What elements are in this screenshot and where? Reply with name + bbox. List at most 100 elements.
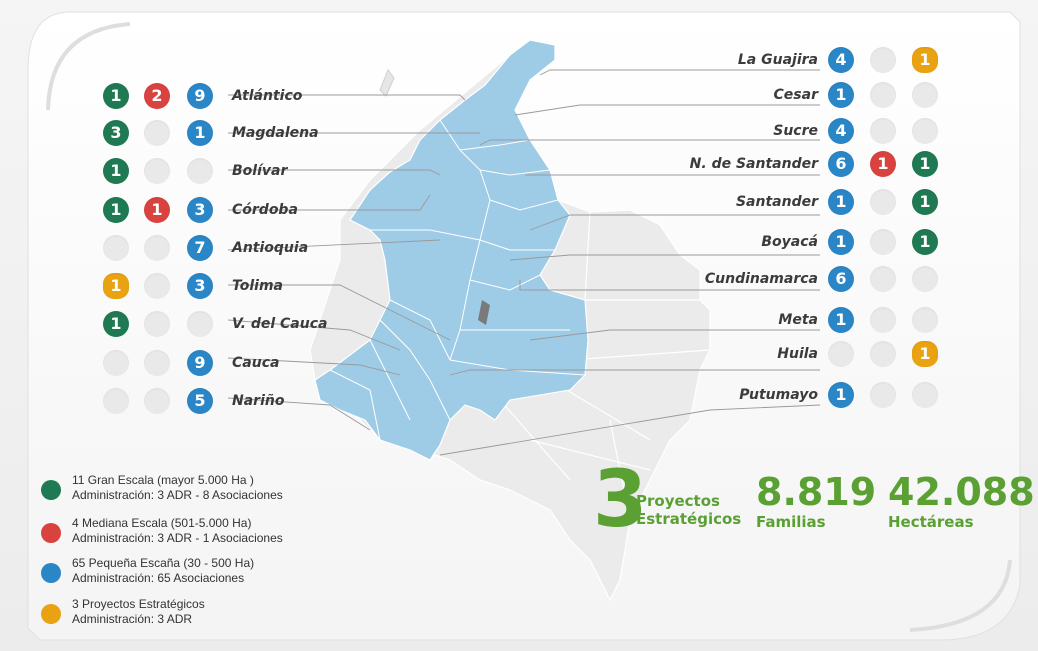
- left-atl-ntico-col2: 2: [144, 83, 170, 109]
- familias-number: 8.819: [756, 470, 877, 514]
- right-putumayo-col2: [870, 382, 896, 408]
- colombia-map: [27, 11, 1021, 641]
- hectareas-label: Hectáreas: [888, 513, 974, 531]
- leader-lines-right: [439, 69, 821, 456]
- right-sucre-col1-value: 4: [835, 121, 847, 140]
- left-c-rdoba-col1: 1: [103, 197, 129, 223]
- right-boyac--col1-value: 1: [835, 232, 847, 251]
- right-santander-col3: 1: [912, 189, 938, 215]
- familias-label: Familias: [756, 513, 826, 531]
- left-nari-o-col3-value: 5: [194, 391, 206, 410]
- right-santander-col2: [870, 189, 896, 215]
- legend-estrategicos-line2: Administración: 3 ADR: [72, 612, 193, 626]
- right-label-cundinamarca: Cundinamarca: [704, 271, 818, 287]
- right-n-de-santander-col3-value: 1: [919, 154, 931, 173]
- right-boyac--col2: [870, 229, 896, 255]
- right-boyac--col3-value: 1: [919, 232, 931, 251]
- right-label-boyac-: Boyacá: [761, 234, 818, 250]
- left-magdalena-col1-value: 3: [110, 123, 122, 142]
- right-putumayo-col3: [912, 382, 938, 408]
- legend-pequena-text: 65 Pequeña Escaña (30 - 500 Ha) Administ…: [72, 556, 254, 586]
- panel-inner-curve: [46, 22, 1012, 632]
- proyectos-number: 3: [593, 455, 648, 545]
- right-huila-col1: [828, 341, 854, 367]
- left-magdalena-col2: [144, 120, 170, 146]
- left-v-del-cauca-col3: [187, 311, 213, 337]
- right-meta-col2: [870, 307, 896, 333]
- left-label-bol-var: Bolívar: [232, 163, 288, 179]
- left-bol-var-col1-value: 1: [110, 161, 122, 180]
- left-bol-var-col3: [187, 158, 213, 184]
- right-n-de-santander-col3: 1: [912, 151, 938, 177]
- left-cauca-col3-value: 9: [194, 353, 206, 372]
- left-label-cauca: Cauca: [232, 355, 280, 371]
- left-label-magdalena: Magdalena: [232, 125, 319, 141]
- left-atl-ntico-col1-value: 1: [110, 86, 122, 105]
- left-v-del-cauca-col1-value: 1: [110, 314, 122, 333]
- left-label-v-del-cauca: V. del Cauca: [232, 316, 328, 332]
- right-boyac--col1: 1: [828, 229, 854, 255]
- left-cauca-col3: 9: [187, 350, 213, 376]
- left-tolima-col1: 1: [103, 273, 129, 299]
- right-label-meta: Meta: [778, 312, 818, 328]
- right-sucre-col2: [870, 118, 896, 144]
- left-c-rdoba-col2-value: 1: [151, 200, 163, 219]
- left-bol-var-col1: 1: [103, 158, 129, 184]
- right-la-guajira-col3-value: 1: [919, 50, 931, 69]
- right-cundinamarca-col1-value: 6: [835, 269, 847, 288]
- legend-gran-line1: 11 Gran Escala (mayor 5.000 Ha ): [72, 473, 254, 487]
- left-nari-o-col2: [144, 388, 170, 414]
- right-sucre-col1: 4: [828, 118, 854, 144]
- legend-estrategicos-text: 3 Proyectos Estratégicos Administración:…: [72, 597, 205, 627]
- legend-pequena-line1: 65 Pequeña Escaña (30 - 500 Ha): [72, 556, 255, 570]
- legend-mediana-text: 4 Mediana Escala (501-5.000 Ha) Administ…: [72, 516, 283, 546]
- right-santander-col3-value: 1: [919, 192, 931, 211]
- left-atl-ntico-col1: 1: [103, 83, 129, 109]
- right-cesar-col3: [912, 82, 938, 108]
- proyectos-label-2: Estratégicos: [636, 510, 742, 528]
- left-atl-ntico-col3: 9: [187, 83, 213, 109]
- lake-marker: [478, 300, 490, 325]
- left-label-antioquia: Antioquia: [232, 240, 309, 256]
- legend-gran-text: 11 Gran Escala (mayor 5.000 Ha ) Adminis…: [72, 473, 283, 503]
- left-magdalena-col1: 3: [103, 120, 129, 146]
- left-label-atl-ntico: Atlántico: [232, 88, 303, 104]
- right-santander-col1: 1: [828, 189, 854, 215]
- left-cauca-col1: [103, 350, 129, 376]
- left-label-nari-o: Nariño: [232, 393, 285, 409]
- right-huila-col3-value: 1: [919, 344, 931, 363]
- right-putumayo-col1: 1: [828, 382, 854, 408]
- legend-gran-dot: [41, 480, 61, 500]
- left-v-del-cauca-col2: [144, 311, 170, 337]
- left-v-del-cauca-col1: 1: [103, 311, 129, 337]
- right-la-guajira-col1: 4: [828, 47, 854, 73]
- legend-estrategicos-line1: 3 Proyectos Estratégicos: [72, 597, 205, 611]
- left-c-rdoba-col2: 1: [144, 197, 170, 223]
- right-meta-col1-value: 1: [835, 310, 847, 329]
- left-tolima-col3-value: 3: [194, 276, 206, 295]
- right-label-cesar: Cesar: [773, 87, 818, 103]
- left-antioquia-col3: 7: [187, 235, 213, 261]
- right-n-de-santander-col2-value: 1: [877, 154, 889, 173]
- right-cundinamarca-col3: [912, 266, 938, 292]
- right-cesar-col1: 1: [828, 82, 854, 108]
- right-label-sucre: Sucre: [773, 123, 818, 139]
- right-meta-col3: [912, 307, 938, 333]
- left-nari-o-col3: 5: [187, 388, 213, 414]
- right-label-huila: Huila: [777, 346, 818, 362]
- right-cundinamarca-col2: [870, 266, 896, 292]
- right-huila-col2: [870, 341, 896, 367]
- left-cauca-col2: [144, 350, 170, 376]
- proyectos-label-1: Proyectos: [636, 492, 720, 510]
- right-sucre-col3: [912, 118, 938, 144]
- right-n-de-santander-col2: 1: [870, 151, 896, 177]
- right-meta-col1: 1: [828, 307, 854, 333]
- right-santander-col1-value: 1: [835, 192, 847, 211]
- san-andres-island: [379, 68, 395, 97]
- left-c-rdoba-col3: 3: [187, 197, 213, 223]
- hectareas-number: 42.088: [888, 470, 1035, 514]
- legend-gran-line2: Administración: 3 ADR - 8 Asociaciones: [72, 488, 283, 502]
- right-boyac--col3: 1: [912, 229, 938, 255]
